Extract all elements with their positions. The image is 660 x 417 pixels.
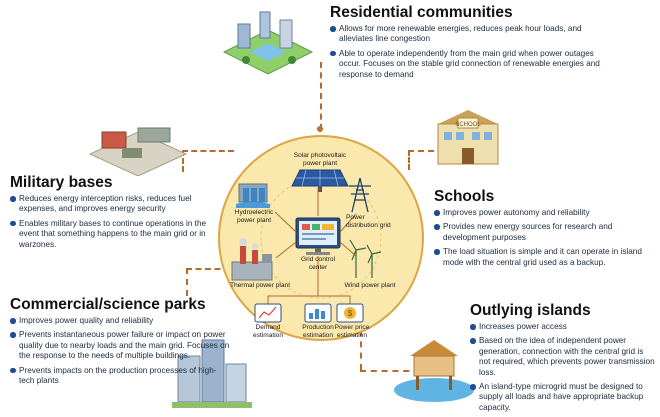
- bullet-item: Provides new energy sources for research…: [434, 222, 644, 243]
- military-base-illustration: [88, 127, 188, 176]
- bullet-item: The load situation is simple and it can …: [434, 247, 644, 268]
- bullet-item: Improves power autonomy and reliability: [434, 208, 644, 218]
- connector-military: [182, 150, 234, 152]
- demand-estimation-icon: [254, 303, 282, 323]
- label-hydro: Hydroelectric power plant: [234, 209, 274, 224]
- military-bullets: Reduces energy interception risks, reduc…: [10, 194, 218, 254]
- bullet-item: Prevents impacts on the production proce…: [10, 366, 230, 387]
- connector-dot: [317, 126, 323, 132]
- military-title: Military bases: [10, 174, 113, 191]
- bullet-item: Reduces energy interception risks, reduc…: [10, 194, 218, 215]
- svg-text:$: $: [348, 309, 353, 318]
- svg-text:SCHOOL: SCHOOL: [455, 122, 481, 128]
- commercial-bullets: Improves power quality and reliability P…: [10, 316, 230, 390]
- bullet-item: Improves power quality and reliability: [10, 316, 230, 326]
- bullet-item: Increases power access: [470, 322, 656, 332]
- commercial-title: Commercial/science parks: [10, 296, 206, 313]
- wind-turbine-icon: [349, 239, 382, 278]
- thermal-power-plant-icon: [231, 238, 273, 281]
- bullet-item: An island-type microgrid must be designe…: [470, 382, 656, 413]
- residential-bullets: Allows for more renewable energies, redu…: [330, 24, 600, 84]
- production-estimation-icon: [304, 303, 332, 323]
- label-production: Production estimation: [302, 324, 334, 339]
- connector-islands: [360, 370, 420, 372]
- transmission-tower-icon: [349, 177, 371, 213]
- label-demand: Demand estimation: [252, 324, 284, 339]
- solar-panel-icon: [291, 169, 349, 192]
- connector-schools: [408, 150, 434, 152]
- flow-arrows: [267, 188, 357, 304]
- power-price-estimation-icon: $: [336, 303, 364, 323]
- connector-islands-v: [360, 330, 362, 370]
- grid-control-center-icon: [295, 217, 341, 255]
- label-distribution: Power distribution grid: [346, 214, 391, 229]
- schools-bullets: Improves power autonomy and reliability …: [434, 208, 644, 272]
- school-illustration: SCHOOL: [437, 110, 499, 165]
- hydroelectric-dam-icon: [236, 183, 270, 208]
- label-thermal: Thermal power plant: [229, 282, 291, 289]
- label-solar: Solar photovoltaic power plant: [293, 152, 347, 167]
- islands-bullets: Increases power access Based on the idea…: [470, 322, 656, 417]
- bullet-item: Prevents instantaneous power failure or …: [10, 330, 230, 361]
- label-price: Power price estimation: [334, 324, 370, 339]
- connector-schools-v: [408, 150, 410, 170]
- connector-commercial: [186, 268, 230, 270]
- connector-military-v: [182, 150, 184, 172]
- bullet-item: Allows for more renewable energies, redu…: [330, 24, 600, 45]
- label-wind: Wind power plant: [344, 282, 396, 289]
- schools-title: Schools: [434, 188, 495, 205]
- island-house-illustration: [394, 340, 474, 402]
- residential-illustration: [222, 11, 314, 75]
- bullet-item: Able to operate independently from the m…: [330, 49, 600, 80]
- bullet-item: Based on the idea of independent power g…: [470, 336, 656, 378]
- commercial-park-illustration: [172, 339, 252, 408]
- bullet-item: Enables military bases to continue opera…: [10, 219, 218, 250]
- residential-title: Residential communities: [330, 4, 513, 21]
- islands-title: Outlying islands: [470, 302, 591, 319]
- connector-residential: [320, 62, 322, 130]
- connector-commercial-v: [186, 268, 188, 296]
- label-control: Grid control center: [300, 256, 336, 271]
